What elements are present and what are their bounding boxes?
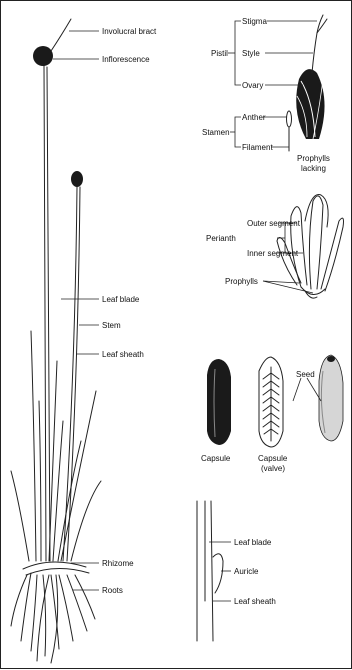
label-involucral-bract: Involucral bract bbox=[102, 27, 157, 36]
label-filament: Filament bbox=[242, 143, 273, 152]
plant-leader-lines bbox=[53, 31, 99, 590]
label-seed: Seed bbox=[296, 370, 315, 379]
label-inflorescence: Inflorescence bbox=[102, 55, 150, 64]
label-perianth: Perianth bbox=[206, 234, 236, 243]
leaf-blade-shape bbox=[31, 331, 36, 561]
involucral-bract-shape bbox=[51, 19, 71, 51]
label-anther: Anther bbox=[242, 113, 266, 122]
label-ovary: Ovary bbox=[242, 81, 263, 90]
label-detail-leaf-sheath: Leaf sheath bbox=[234, 597, 276, 606]
label-detail-leaf-blade: Leaf blade bbox=[234, 538, 272, 547]
label-stem: Stem bbox=[102, 321, 121, 330]
flower-illustration bbox=[287, 15, 328, 151]
plant-illustration bbox=[11, 19, 101, 663]
label-capsule: Capsule bbox=[201, 454, 231, 463]
inflorescence-head-small bbox=[71, 171, 83, 187]
label-capsule-valve-line2: (valve) bbox=[261, 464, 285, 473]
label-rhizome: Rhizome bbox=[102, 559, 134, 568]
label-stigma: Stigma bbox=[242, 17, 267, 26]
label-inner-segment: Inner segment bbox=[247, 249, 299, 258]
inflorescence-head-large bbox=[33, 46, 53, 66]
seed-leader-lines bbox=[293, 378, 321, 401]
label-pistil: Pistil bbox=[211, 49, 228, 58]
label-stamen: Stamen bbox=[202, 128, 230, 137]
label-capsule-valve-line1: Capsule bbox=[258, 454, 288, 463]
capsule-illustration bbox=[207, 359, 231, 445]
label-auricle: Auricle bbox=[234, 567, 259, 576]
roots-shape bbox=[11, 573, 95, 663]
label-prophylls-lacking-line1: Prophylls bbox=[297, 154, 330, 163]
label-leaf-sheath: Leaf sheath bbox=[102, 350, 144, 359]
leaf-detail-illustration bbox=[197, 501, 223, 641]
capsule-valve-illustration bbox=[259, 357, 283, 447]
label-prophylls-lacking-line2: lacking bbox=[301, 164, 326, 173]
perianth-leader-lines bbox=[263, 223, 313, 293]
label-roots: Roots bbox=[102, 586, 123, 595]
label-outer-segment: Outer segment bbox=[247, 219, 301, 228]
seed-illustration bbox=[319, 355, 343, 441]
anther-shape bbox=[287, 111, 292, 127]
label-style: Style bbox=[242, 49, 260, 58]
stem-main bbox=[44, 66, 46, 561]
label-prophylls: Prophylls bbox=[225, 277, 258, 286]
label-leaf-blade: Leaf blade bbox=[102, 295, 140, 304]
stigma-shape bbox=[317, 15, 323, 33]
